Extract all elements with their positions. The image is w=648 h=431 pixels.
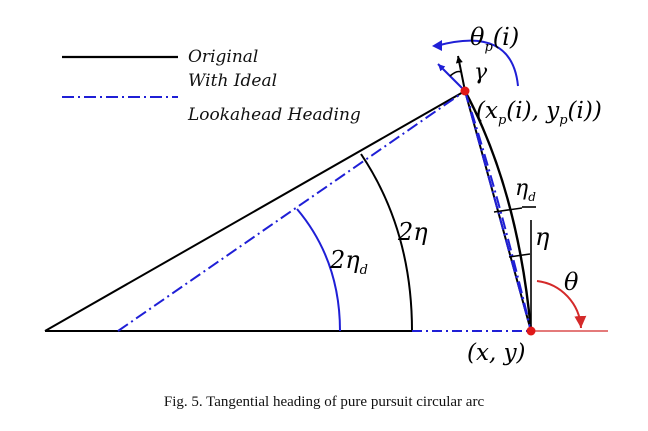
angle-arc-two-eta-d — [296, 208, 341, 332]
eta-d-tick-left — [493, 207, 523, 213]
label-eta: η — [535, 223, 550, 251]
label-two-eta-d: 2ηd — [329, 246, 368, 278]
theta-p-arc — [435, 39, 519, 87]
label-theta-p: θp(i) — [470, 23, 519, 55]
pursuit-arc-original — [463, 90, 533, 332]
lookahead-point — [460, 86, 470, 96]
gamma-ray-left — [437, 63, 466, 92]
pursuit-arc-ideal — [464, 90, 532, 332]
gamma-arc — [449, 70, 462, 77]
theta-arc — [536, 280, 587, 329]
figure-caption: Fig. 5. Tangential heading of pure pursu… — [163, 394, 485, 410]
hypotenuse-ideal — [117, 90, 466, 332]
chord-ideal — [464, 90, 532, 332]
label-origin: (x, y) — [467, 340, 526, 366]
legend-ideal-label-line1: With Ideal — [188, 71, 277, 91]
legend-original-label: Original — [188, 47, 258, 67]
label-eta-d: ηd — [515, 176, 536, 204]
label-two-eta: 2η — [397, 218, 428, 246]
label-lookahead-point: (xp(i), yp(i)) — [476, 98, 602, 128]
eta-tick — [508, 253, 531, 258]
legend-ideal-label-line2: Lookahead Heading — [187, 105, 361, 125]
label-gamma: γ — [474, 60, 488, 85]
angle-arc-two-eta — [360, 153, 413, 332]
theta-p-arrowhead — [432, 40, 442, 51]
gamma-ray-up — [455, 55, 466, 92]
origin-point — [526, 326, 536, 336]
hypotenuse-original — [44, 90, 466, 332]
label-theta: θ — [564, 268, 579, 296]
diagram-canvas: Original With Ideal Lookahead Heading θp… — [44, 23, 608, 366]
